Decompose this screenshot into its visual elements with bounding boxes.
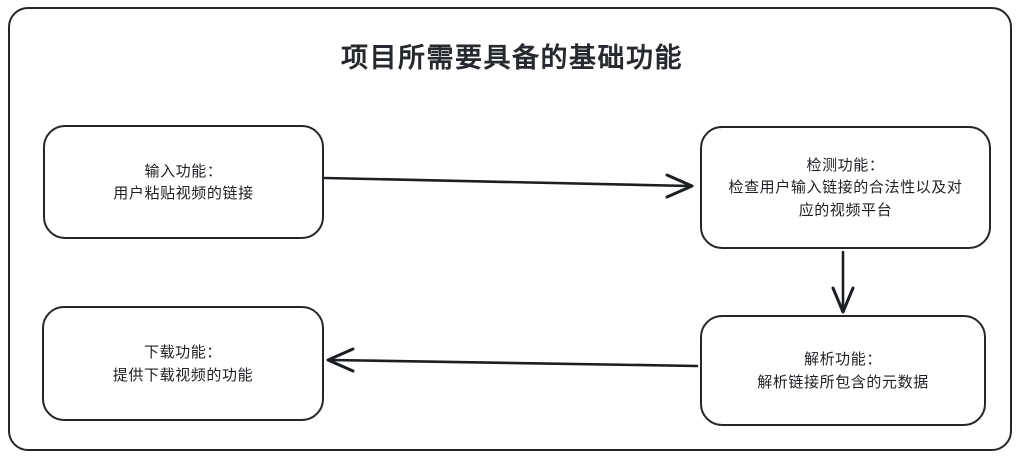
page-title: 项目所需要具备的基础功能	[341, 43, 683, 74]
node-download-line-2: 提供下载视频的功能	[112, 365, 254, 384]
diagram-outer-frame	[8, 7, 1012, 451]
node-detect-line-2: 检查用户输入链接的合法性以及对	[728, 178, 963, 197]
node-parse-function[interactable]: 解析功能： 解析链接所包含的元数据	[700, 315, 986, 426]
node-input-line-1: 输入功能：	[144, 161, 223, 180]
node-detect-line-1: 检测功能：	[806, 155, 885, 174]
node-detect-function[interactable]: 检测功能： 检查用户输入链接的合法性以及对 应的视频平台	[700, 126, 991, 249]
node-input-function[interactable]: 输入功能： 用户粘贴视频的链接	[43, 125, 324, 239]
node-detect-line-3: 应的视频平台	[798, 200, 893, 219]
node-parse-line-2: 解析链接所包含的元数据	[757, 372, 929, 391]
node-download-function[interactable]: 下载功能： 提供下载视频的功能	[42, 306, 324, 421]
node-download-line-1: 下载功能：	[143, 343, 222, 361]
node-parse-line-1: 解析功能：	[803, 350, 882, 368]
node-input-line-2: 用户粘贴视频的链接	[113, 184, 254, 202]
